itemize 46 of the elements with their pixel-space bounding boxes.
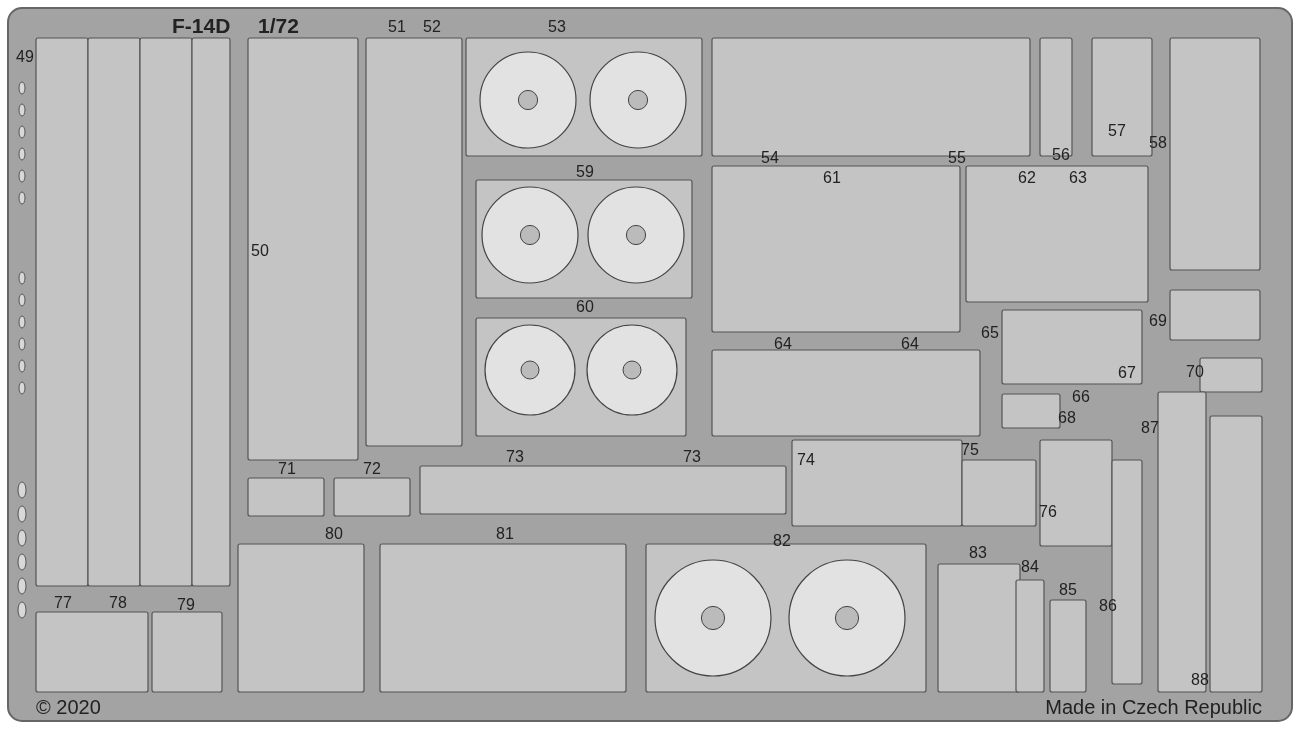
- part-number: 83: [969, 544, 987, 562]
- part-number: 73: [683, 448, 701, 466]
- part-number: 49: [16, 48, 34, 66]
- part-number: 69: [1149, 312, 1167, 330]
- part-number: 56: [1052, 146, 1070, 164]
- part-number: 67: [1118, 364, 1136, 382]
- part-number: 88: [1191, 671, 1209, 689]
- part-number: 58: [1149, 134, 1167, 152]
- part-number: 50: [251, 242, 269, 260]
- part-number: 55: [948, 149, 966, 167]
- part-number: 59: [576, 163, 594, 181]
- part-number: 54: [761, 149, 779, 167]
- part-number: 81: [496, 525, 514, 543]
- part-number: 68: [1058, 409, 1076, 427]
- part-number: 63: [1069, 169, 1087, 187]
- part-number: 75: [961, 441, 979, 459]
- copyright-text: © 2020: [36, 696, 101, 719]
- part-number: 77: [54, 594, 72, 612]
- part-number: 51: [388, 18, 406, 36]
- part-number: 82: [773, 532, 791, 550]
- part-number: 64: [901, 335, 919, 353]
- part-number: 52: [423, 18, 441, 36]
- part-number: 80: [325, 525, 343, 543]
- part-number: 66: [1072, 388, 1090, 406]
- part-number: 62: [1018, 169, 1036, 187]
- part-number: 85: [1059, 581, 1077, 599]
- part-number: 73: [506, 448, 524, 466]
- part-number: 74: [797, 451, 815, 469]
- part-number: 53: [548, 18, 566, 36]
- part-number: 86: [1099, 597, 1117, 615]
- part-number: 70: [1186, 363, 1204, 381]
- part-number: 64: [774, 335, 792, 353]
- part-number: 61: [823, 169, 841, 187]
- part-number: 87: [1141, 419, 1159, 437]
- origin-text: Made in Czech Republic: [1045, 696, 1262, 719]
- scale-text: 1/72: [258, 14, 299, 38]
- part-number: 71: [278, 460, 296, 478]
- part-number: 72: [363, 460, 381, 478]
- part-number: 84: [1021, 558, 1039, 576]
- part-number: 57: [1108, 122, 1126, 140]
- part-number: 65: [981, 324, 999, 342]
- part-number: 76: [1039, 503, 1057, 521]
- title-text: F-14D: [172, 14, 231, 38]
- part-number: 60: [576, 298, 594, 316]
- part-number: 78: [109, 594, 127, 612]
- part-number: 79: [177, 596, 195, 614]
